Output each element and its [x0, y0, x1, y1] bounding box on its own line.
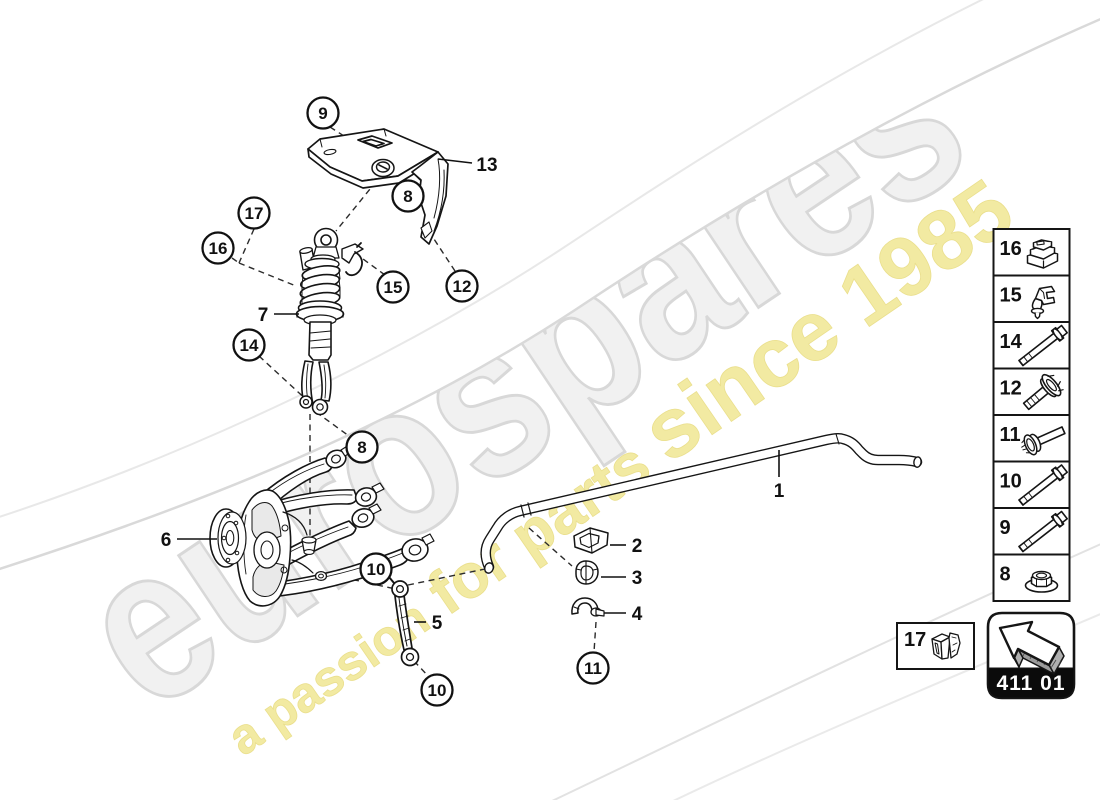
sidebar-item-number: 9 — [1000, 517, 1011, 539]
part-label-3: 3 — [632, 568, 643, 589]
stabilizer-link — [388, 576, 420, 667]
callout-number: 8 — [403, 187, 412, 206]
callout-circle-11[interactable]: 11 — [576, 651, 610, 685]
callout-number: 17 — [245, 204, 264, 223]
part-label-2: 2 — [632, 536, 643, 557]
callout-circle-15[interactable]: 15 — [376, 270, 410, 304]
extra-part-box: 17 — [896, 622, 975, 670]
sidebar-item-9[interactable]: 9 — [992, 507, 1071, 556]
fastener-sidebar: 16 15 14 12 11 10 9 8 — [992, 228, 1071, 602]
nav-code-text: 411 01 — [996, 672, 1065, 695]
sidebar-item-15[interactable]: 15 — [992, 274, 1071, 323]
sidebar-item-12[interactable]: 12 — [992, 367, 1071, 418]
wedge-clip-icon — [931, 632, 961, 660]
sidebar-item-number: 14 — [1000, 331, 1023, 353]
part-label-13: 13 — [476, 155, 497, 176]
callout-circle-9[interactable]: 9 — [306, 96, 340, 130]
callout-number: 15 — [384, 278, 403, 297]
top-mount-bracket — [307, 128, 449, 245]
callout-circle-8[interactable]: 8 — [345, 430, 379, 464]
knuckle-assembly — [209, 444, 435, 607]
sidebar-item-number: 11 — [1000, 424, 1021, 446]
sidebar-item-16[interactable]: 16 — [992, 228, 1071, 277]
callout-circle-16[interactable]: 16 — [201, 231, 235, 265]
part-label-5: 5 — [432, 613, 443, 634]
sidebar-item-number: 8 — [1000, 564, 1011, 586]
anti-roll-bar — [480, 433, 923, 574]
part-label-7: 7 — [258, 305, 269, 326]
callout-circle-10[interactable]: 10 — [359, 552, 393, 586]
sidebar-item-number: 12 — [1000, 378, 1022, 400]
sidebar-item-number: 15 — [1000, 285, 1022, 307]
part-label-1: 1 — [774, 481, 785, 502]
callout-circle-10[interactable]: 10 — [420, 673, 454, 707]
callout-number: 10 — [367, 560, 386, 579]
callout-number: 11 — [584, 659, 602, 678]
callout-number: 14 — [240, 336, 259, 355]
callout-number: 16 — [209, 239, 228, 258]
sidebar-item-11[interactable]: 11 — [992, 414, 1071, 463]
callout-number: 12 — [453, 277, 472, 296]
callout-number: 8 — [357, 438, 366, 457]
circled-callouts: 9 8 17 16 15 12 14 8 10 10 11 — [201, 96, 610, 707]
sidebar-item-number: 10 — [1000, 471, 1022, 493]
sidebar-item-14[interactable]: 14 — [992, 321, 1071, 370]
part-label-6: 6 — [161, 530, 172, 551]
sidebar-item-8[interactable]: 8 — [992, 553, 1071, 602]
callout-circle-12[interactable]: 12 — [445, 269, 479, 303]
sidebar-item-10[interactable]: 10 — [992, 460, 1071, 509]
callout-circle-8[interactable]: 8 — [391, 179, 425, 213]
callout-number: 9 — [318, 104, 327, 123]
part-label-4: 4 — [632, 604, 643, 625]
extra-part-number: 17 — [904, 629, 926, 651]
callout-circle-17[interactable]: 17 — [237, 196, 271, 230]
bar-clamp-parts — [571, 527, 609, 617]
nav-box[interactable]: 411 01 — [986, 611, 1076, 700]
callout-circle-14[interactable]: 14 — [232, 328, 266, 362]
callout-number: 10 — [428, 681, 447, 700]
arrow-up-left-icon — [998, 620, 1065, 675]
shock-absorber — [295, 227, 364, 416]
drawing-layer — [177, 126, 923, 678]
sidebar-item-number: 16 — [1000, 238, 1022, 260]
leader-lines — [177, 158, 780, 623]
